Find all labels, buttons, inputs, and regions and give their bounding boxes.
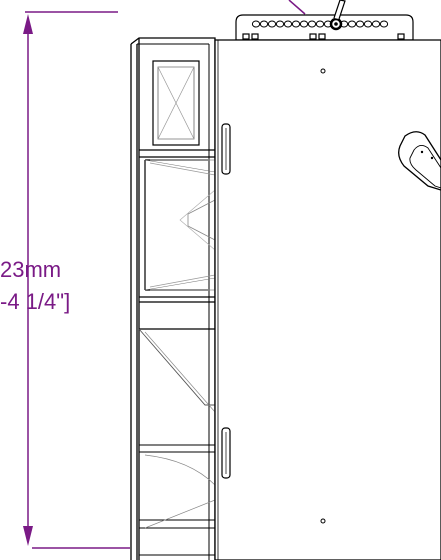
height-dimension-line bbox=[23, 0, 306, 549]
handle-slot-upper bbox=[221, 123, 231, 175]
mount-point-bottom bbox=[320, 518, 326, 524]
dimension-arrow-bottom bbox=[23, 526, 33, 546]
height-metric-label: 23mm bbox=[0, 257, 62, 282]
mount-point-top bbox=[320, 68, 326, 74]
height-imperial-label: -4 1/4"] bbox=[0, 289, 71, 314]
rigging-bar bbox=[235, 0, 414, 41]
dimension-arrow-top bbox=[23, 14, 33, 34]
handle-slot-lower bbox=[221, 427, 231, 479]
leader-line bbox=[288, 0, 306, 15]
pole-socket bbox=[398, 131, 441, 191]
rigging-pin-handle bbox=[333, 0, 346, 20]
cabinet-front bbox=[130, 37, 216, 560]
cabinet-side-panel bbox=[214, 39, 441, 560]
rigging-holes bbox=[251, 20, 389, 28]
